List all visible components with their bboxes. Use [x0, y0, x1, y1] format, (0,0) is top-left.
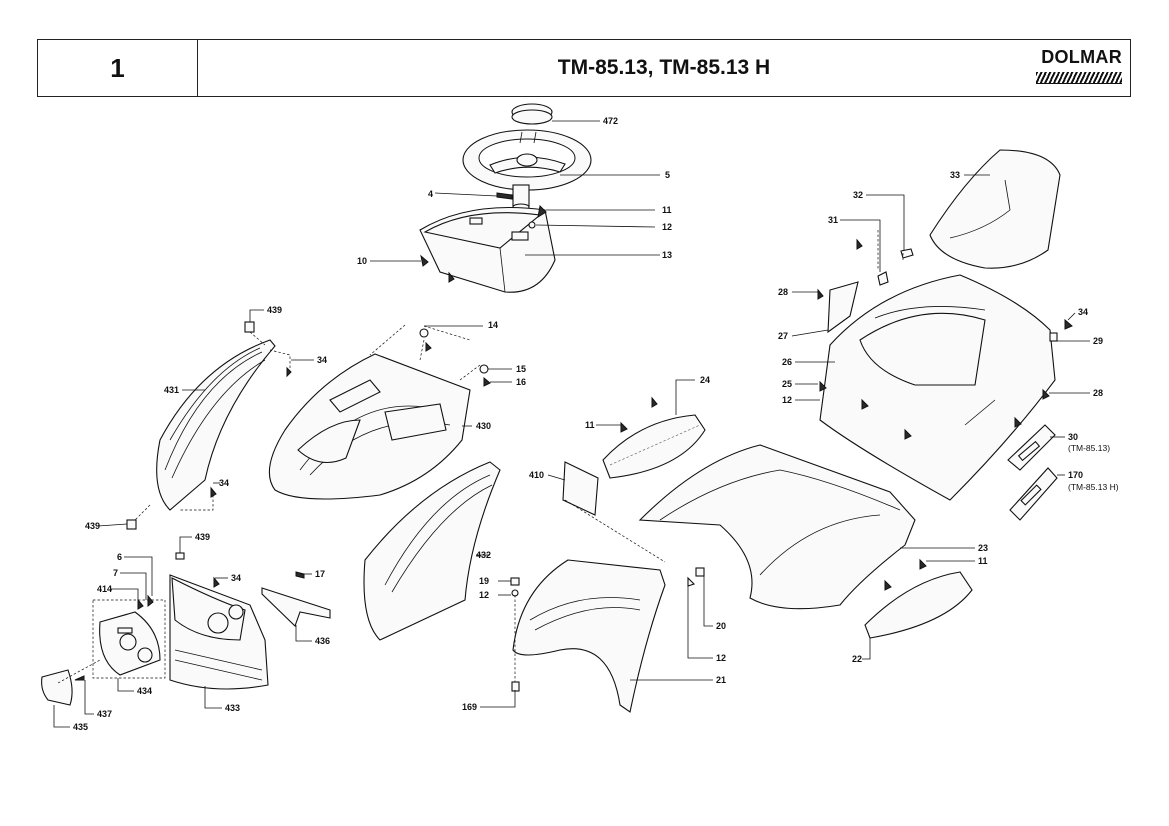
callout-439: 439 — [195, 532, 210, 542]
seat-part — [929, 149, 1061, 269]
side-panel-left-part — [156, 339, 276, 511]
callout-6: 6 — [117, 552, 122, 562]
steering-cap-part — [511, 103, 553, 125]
page-number: 1 — [38, 40, 198, 96]
steering-column-part — [512, 184, 530, 211]
callout-12: 12 — [479, 590, 489, 600]
side-panel-right-part — [363, 461, 501, 641]
callout-7: 7 — [113, 568, 118, 578]
light-housing-part — [99, 611, 161, 676]
callout-169: 169 — [462, 702, 477, 712]
callout-5: 5 — [665, 170, 670, 180]
callout-19: 19 — [479, 576, 489, 586]
callout-11: 11 — [662, 205, 672, 215]
callout-21: 21 — [716, 675, 726, 685]
callout-472: 472 — [603, 116, 618, 126]
callout-12: 12 — [662, 222, 672, 232]
callout-23: 23 — [978, 543, 988, 553]
handle-plate-170-part — [1009, 467, 1058, 521]
callout-11: 11 — [585, 420, 595, 430]
callout-27: 27 — [778, 331, 788, 341]
callout-32: 32 — [853, 190, 863, 200]
callout-433: 433 — [225, 703, 240, 713]
callout-34: 34 — [219, 478, 229, 488]
callout-4: 4 — [428, 189, 433, 199]
callout-34: 34 — [231, 573, 241, 583]
rear-body-part — [819, 274, 1056, 501]
callout-432: 432 — [476, 550, 491, 560]
callout-13: 13 — [662, 250, 672, 260]
callout-437: 437 — [97, 709, 112, 719]
callout-435: 435 — [73, 722, 88, 732]
callout-11: 11 — [978, 556, 988, 566]
callout-12: 12 — [716, 653, 726, 663]
callout-17: 17 — [315, 569, 325, 579]
leader-lines — [53, 120, 1090, 728]
rear-body-hardware — [817, 230, 1073, 440]
callout-29: 29 — [1093, 336, 1103, 346]
footrest-right-part — [864, 558, 973, 639]
steering-wheel-part — [462, 129, 592, 191]
brand-stripes-icon — [1036, 72, 1122, 84]
callout-26: 26 — [782, 357, 792, 367]
callout-439: 439 — [85, 521, 100, 531]
page-header: 1 TM-85.13, TM-85.13 H DOLMAR — [37, 39, 1131, 97]
hood-dashed-guides — [369, 324, 481, 381]
callout-15: 15 — [516, 364, 526, 374]
callout-30: 30 — [1068, 432, 1078, 442]
footrest-left-part — [602, 396, 706, 479]
callout-25: 25 — [782, 379, 792, 389]
callout-16: 16 — [516, 377, 526, 387]
callout-436: 436 — [315, 636, 330, 646]
callout-414: 414 — [97, 584, 112, 594]
handle-plate-30-part — [1007, 424, 1056, 471]
callout-28: 28 — [1093, 388, 1103, 398]
callout-34: 34 — [317, 355, 327, 365]
callout-33: 33 — [950, 170, 960, 180]
callout-22: 22 — [852, 654, 862, 664]
front-grille-part — [169, 574, 269, 690]
decal-part — [562, 461, 666, 563]
side-panel-clips — [126, 321, 292, 530]
callout-434: 434 — [137, 686, 152, 696]
callout-28: 28 — [778, 287, 788, 297]
brand-logo: DOLMAR — [1032, 47, 1124, 91]
spring-pin-part — [496, 192, 513, 200]
dashboard-screws — [420, 204, 547, 283]
variant-note-tm-85-13-h: (TM-85.13 H) — [1068, 482, 1119, 492]
brand-name: DOLMAR — [1041, 47, 1122, 67]
dashboard-cover-part — [419, 206, 556, 293]
callout-31: 31 — [828, 215, 838, 225]
chassis-cover-part — [638, 444, 916, 610]
callout-14: 14 — [488, 320, 498, 330]
callout-430: 430 — [476, 421, 491, 431]
front-small-parts — [57, 552, 220, 684]
grille-bracket-part — [261, 571, 331, 627]
variant-note-tm-85-13: (TM-85.13) — [1068, 443, 1110, 453]
model-title: TM-85.13, TM-85.13 H — [557, 56, 771, 79]
callout-410: 410 — [529, 470, 544, 480]
hood-badge-parts — [419, 328, 491, 387]
callout-170: 170 — [1068, 470, 1083, 480]
callout-12: 12 — [782, 395, 792, 405]
callout-20: 20 — [716, 621, 726, 631]
callout-439: 439 — [267, 305, 282, 315]
front-lens-part — [41, 669, 73, 706]
hood-part — [268, 353, 471, 500]
callout-10: 10 — [357, 256, 367, 266]
rear-cover-part — [512, 559, 666, 713]
light-box-dashed — [92, 599, 166, 679]
rear-cover-hardware — [510, 567, 705, 692]
callout-431: 431 — [164, 385, 179, 395]
callout-labels: 472 5 4 11 12 13 10 14 15 16 430 439 34 … — [73, 116, 1119, 732]
callout-24: 24 — [700, 375, 710, 385]
callout-34: 34 — [1078, 307, 1088, 317]
